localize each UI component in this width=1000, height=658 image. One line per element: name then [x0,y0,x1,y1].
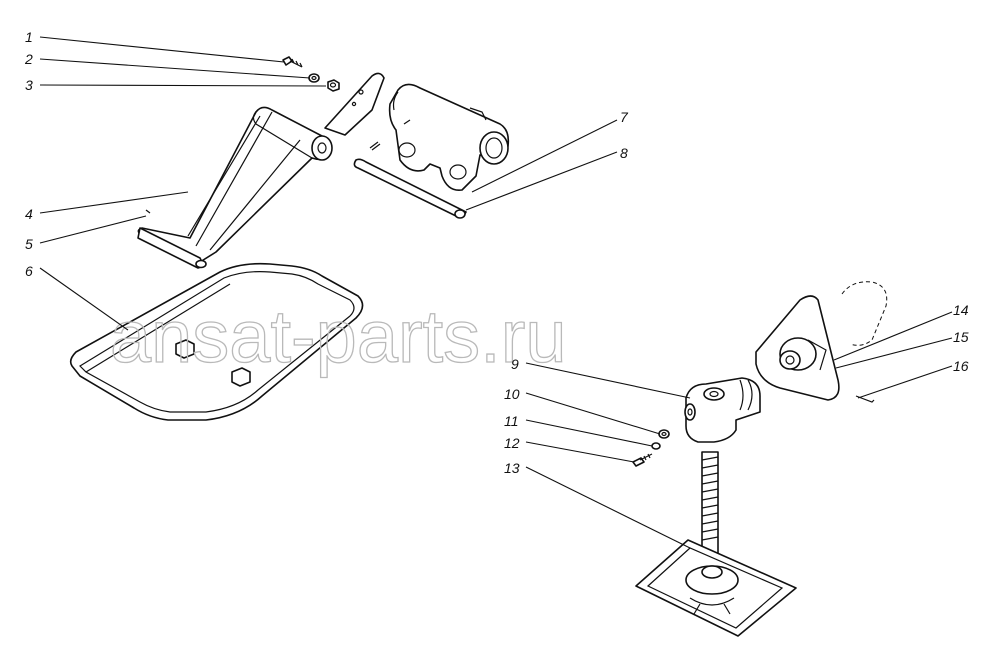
callout-10: 10 [504,386,520,402]
callout-12: 12 [504,435,520,451]
threaded-stop-part [635,451,797,637]
floor-mat-part [69,262,364,421]
pedal-lever-part [137,72,385,269]
callout-15: 15 [953,329,969,345]
callout-8: 8 [620,145,628,161]
triangle-bracket-part [755,281,888,403]
callout-11: 11 [504,413,519,429]
hardware-part [632,429,670,467]
callout-9: 9 [511,356,519,372]
callout-14: 14 [953,302,969,318]
bracket-block-part [684,377,761,443]
callout-3: 3 [25,77,33,93]
pivot-bracket-part [353,83,510,219]
callout-7: 7 [620,109,629,125]
callout-1: 1 [25,29,33,45]
callout-5: 5 [25,236,33,252]
callout-4: 4 [25,206,33,222]
washer-part [308,73,320,83]
screw-part [282,56,303,68]
leader-lines [39,36,953,549]
nut-part [327,79,340,92]
watermark-text: ansat-parts.ru [110,295,567,378]
callout-16: 16 [953,358,969,374]
callout-2: 2 [24,51,33,67]
callout-13: 13 [504,460,520,476]
callout-labels: 1 2 3 4 5 6 7 8 9 10 11 12 13 14 15 16 [24,29,969,476]
callout-6: 6 [25,263,33,279]
